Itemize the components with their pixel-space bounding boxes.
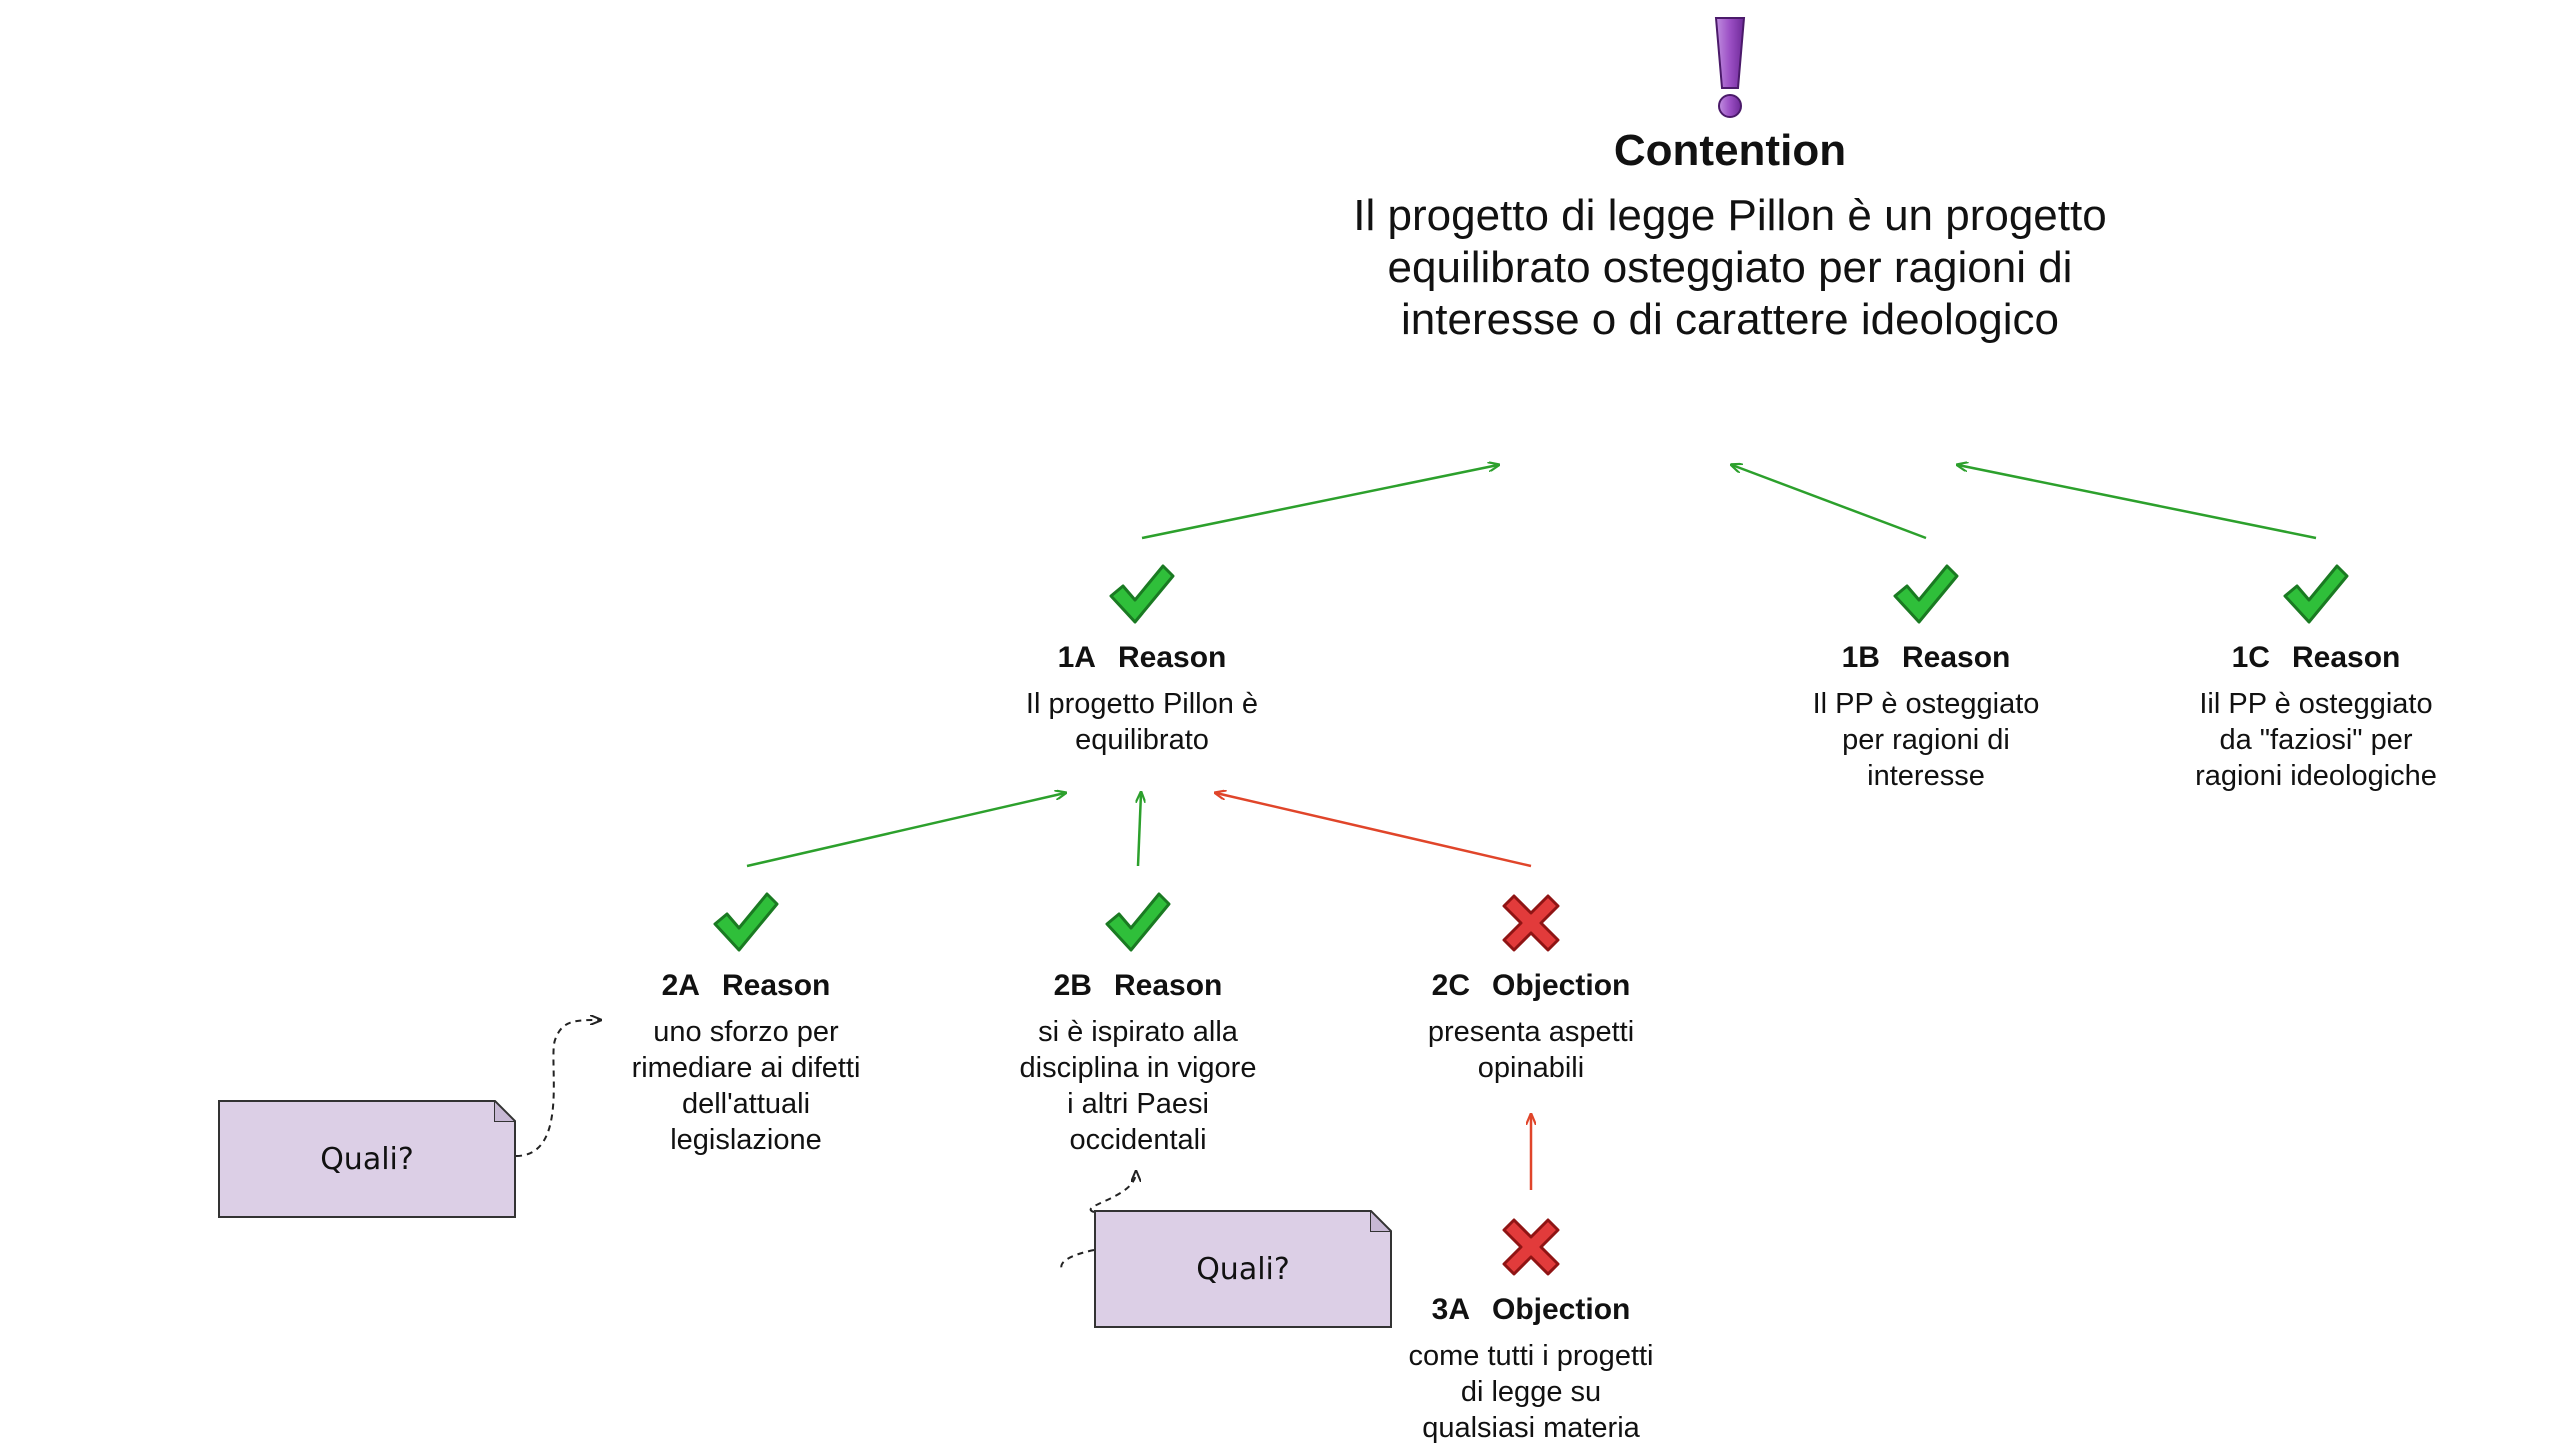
node-text: Iil PP è osteggiato da "faziosi" per rag… — [2195, 688, 2437, 792]
node-id: 2C — [1431, 969, 1470, 1002]
node-text: uno sforzo per rimediare ai difetti dell… — [631, 1016, 861, 1156]
node-id: 2B — [1053, 969, 1092, 1002]
check-icon — [713, 892, 779, 952]
node-text: si è ispirato alla disciplina in vigore … — [1019, 1016, 1257, 1156]
check-icon — [1893, 564, 1959, 624]
objection-node-3A[interactable]: 3A Objection come tutti i progetti di leg… — [1371, 1212, 1691, 1446]
note-text: Quali? — [1196, 1251, 1290, 1287]
note-link-2-tail — [1060, 1249, 1095, 1271]
arrow-2B-to-1A — [1138, 793, 1141, 867]
node-type: Reason — [721, 969, 831, 1002]
page-fold-icon — [494, 1100, 516, 1122]
page-fold-icon — [1370, 1210, 1392, 1232]
node-text: come tutti i progetti di legge su qualsi… — [1408, 1340, 1654, 1444]
node-id: 1B — [1841, 641, 1880, 674]
node-text: presenta aspetti opinabili — [1427, 1016, 1635, 1084]
note-box-1[interactable]: Quali? — [218, 1100, 516, 1218]
arrow-1B-to-contention — [1732, 465, 1927, 540]
exclamation-icon — [1714, 17, 1746, 118]
note-link-1 — [515, 1020, 600, 1157]
node-text: Il PP è osteggiato per ragioni di intere… — [1812, 688, 2040, 792]
node-id: 3A — [1431, 1293, 1470, 1326]
reason-node-2A[interactable]: 2A Reason uno sforzo per rimediare ai dif… — [586, 888, 906, 1158]
arrow-2C-to-1A — [1216, 793, 1532, 868]
node-type: Objection — [1492, 1293, 1631, 1326]
cross-icon — [1502, 1218, 1560, 1276]
contention-text[interactable]: Il progetto di legge Pillon è un progett… — [1353, 191, 2107, 344]
check-icon — [1105, 892, 1171, 952]
node-type: Reason — [1113, 969, 1223, 1002]
reason-node-1B[interactable]: 1B Reason Il PP è osteggiato per ragioni … — [1766, 560, 2086, 794]
node-id: 1A — [1057, 641, 1096, 674]
node-type: Reason — [1901, 641, 2011, 674]
note-link-2 — [1089, 1172, 1136, 1213]
reason-node-2B[interactable]: 2B Reason si è ispirato alla disciplina i… — [978, 888, 1298, 1158]
node-text: Il progetto Pillon è equilibrato — [1025, 688, 1259, 756]
reason-node-1A[interactable]: 1A Reason Il progetto Pillon è equilibrat… — [982, 560, 1302, 758]
node-id: 1C — [2231, 641, 2270, 674]
contention-title: Contention — [1613, 126, 1847, 175]
objection-node-2C[interactable]: 2C Objection presenta aspetti opinabili — [1371, 888, 1691, 1086]
note-text: Quali? — [320, 1141, 414, 1177]
check-icon — [2283, 564, 2349, 624]
cross-icon — [1502, 894, 1560, 952]
note-box-2[interactable]: Quali? — [1094, 1210, 1392, 1328]
check-icon — [1109, 564, 1175, 624]
arrow-1A-to-contention — [1141, 465, 1498, 540]
reason-node-1C[interactable]: 1C Reason Iil PP è osteggiato da "faziosi… — [2156, 560, 2476, 794]
node-type: Objection — [1492, 969, 1631, 1002]
node-type: Reason — [1117, 641, 1227, 674]
arrow-1C-to-contention — [1958, 465, 2317, 540]
arrow-2A-to-1A — [746, 793, 1065, 868]
node-id: 2A — [661, 969, 700, 1002]
node-type: Reason — [2291, 641, 2401, 674]
